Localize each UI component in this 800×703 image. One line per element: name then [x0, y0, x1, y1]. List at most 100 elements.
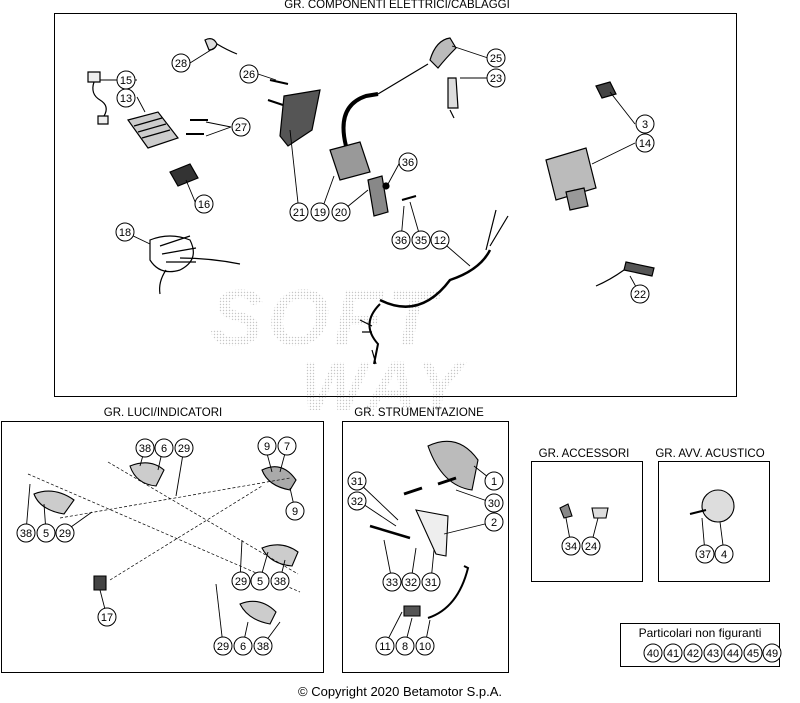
connector-drawing: [93, 575, 107, 591]
horn-section-title: GR. AVV. ACUSTICO: [655, 448, 765, 460]
callout-17[interactable]: 17: [97, 607, 117, 627]
svg-text:23: 23: [490, 73, 502, 85]
callout-36-bottom[interactable]: 36: [391, 230, 411, 250]
callout-35[interactable]: 35: [411, 230, 431, 250]
callout-41[interactable]: 41: [663, 643, 683, 663]
callout-42[interactable]: 42: [683, 643, 703, 663]
callout-24[interactable]: 24: [581, 536, 601, 556]
callout-14[interactable]: 14: [635, 133, 655, 153]
pin-drawing: [369, 524, 411, 540]
callout-49[interactable]: 49: [762, 643, 782, 663]
accessories-section-title: GR. ACCESSORI: [538, 448, 630, 460]
callout-20[interactable]: 20: [331, 202, 351, 222]
callout-40[interactable]: 40: [643, 643, 663, 663]
callout-22[interactable]: 22: [630, 284, 650, 304]
callout-10[interactable]: 10: [415, 636, 435, 656]
watermark-line-2: WAY: [300, 347, 468, 425]
clip-accessory-drawing: [559, 503, 573, 519]
callout-25[interactable]: 25: [486, 48, 506, 68]
callout-6-top[interactable]: 6: [154, 438, 174, 458]
callout-12[interactable]: 12: [430, 230, 450, 250]
callout-38-left[interactable]: 38: [16, 523, 36, 543]
voltage-regulator-drawing: [87, 71, 179, 149]
svg-text:7: 7: [284, 441, 290, 453]
callout-27[interactable]: 27: [231, 117, 251, 137]
svg-text:38: 38: [139, 443, 151, 455]
callout-32-top[interactable]: 32: [347, 491, 367, 511]
lights-parts-drawings: [27, 461, 301, 625]
callout-5-mid[interactable]: 5: [250, 571, 270, 591]
callout-37[interactable]: 37: [695, 544, 715, 564]
rubber-mounts-drawing: [403, 476, 457, 496]
callout-38-mid[interactable]: 38: [270, 571, 290, 591]
callout-11[interactable]: 11: [375, 636, 395, 656]
callout-29-mid[interactable]: 29: [231, 571, 251, 591]
relay-drawing: [169, 163, 199, 187]
svg-text:38: 38: [20, 528, 32, 540]
callout-21[interactable]: 21: [289, 202, 309, 222]
svg-text:15: 15: [120, 75, 132, 87]
callout-15[interactable]: 15: [116, 70, 136, 90]
callout-19[interactable]: 19: [310, 202, 330, 222]
callout-1[interactable]: 1: [484, 471, 504, 491]
svg-text:10: 10: [419, 641, 431, 653]
accessories-panel: [531, 461, 643, 582]
instrumentation-section-title: GR. STRUMENTAZIONE: [354, 407, 484, 419]
bracket-drawing: [279, 89, 321, 147]
callout-43[interactable]: 43: [703, 643, 723, 663]
svg-text:9: 9: [292, 506, 298, 518]
clip-part-drawing: [204, 38, 238, 55]
callout-34[interactable]: 34: [561, 536, 581, 556]
svg-text:34: 34: [565, 541, 577, 553]
callout-23[interactable]: 23: [486, 68, 506, 88]
callout-32-bottom[interactable]: 32: [401, 572, 421, 592]
lights-indicators-panel: [1, 421, 324, 673]
callout-3[interactable]: 3: [635, 114, 655, 134]
callout-7[interactable]: 7: [277, 436, 297, 456]
callout-45[interactable]: 45: [743, 643, 763, 663]
instrumentation-panel: [342, 421, 509, 673]
small-bracket-drawing: [367, 175, 389, 217]
callout-29-left[interactable]: 29: [55, 523, 75, 543]
callout-6-bottom[interactable]: 6: [233, 636, 253, 656]
svg-text:31: 31: [351, 476, 363, 488]
callout-4[interactable]: 4: [714, 544, 734, 564]
callout-38-bottom[interactable]: 38: [253, 636, 273, 656]
callout-30[interactable]: 30: [484, 493, 504, 513]
callout-16[interactable]: 16: [194, 194, 214, 214]
svg-text:29: 29: [178, 443, 190, 455]
callout-9-mid[interactable]: 9: [285, 501, 305, 521]
callout-33[interactable]: 33: [382, 572, 402, 592]
electrical-section-title: GR. COMPONENTI ELETTRICI/CABLAGGI: [284, 0, 510, 11]
callout-9-top[interactable]: 9: [257, 436, 277, 456]
svg-text:40: 40: [647, 648, 659, 660]
callout-26[interactable]: 26: [239, 64, 259, 84]
watermark-line-1: SOFT: [210, 273, 441, 362]
svg-text:29: 29: [59, 528, 71, 540]
spark-plug-drawing: [429, 37, 459, 119]
callout-36-top[interactable]: 36: [398, 152, 418, 172]
rear-right-indicator-drawing: [239, 600, 277, 625]
callout-5-left[interactable]: 5: [36, 523, 56, 543]
callout-38-top[interactable]: 38: [135, 438, 155, 458]
callout-13[interactable]: 13: [116, 88, 136, 108]
copyright-footer: © Copyright 2020 Betamotor S.p.A.: [298, 684, 502, 699]
callout-31-top[interactable]: 31: [347, 471, 367, 491]
svg-text:38: 38: [274, 576, 286, 588]
svg-text:6: 6: [161, 443, 167, 455]
callout-44[interactable]: 44: [723, 643, 743, 663]
callout-18[interactable]: 18: [115, 222, 135, 242]
svg-text:35: 35: [415, 235, 427, 247]
svg-text:26: 26: [243, 69, 255, 81]
callout-8[interactable]: 8: [395, 636, 415, 656]
callout-2[interactable]: 2: [484, 512, 504, 532]
svg-text:9: 9: [264, 441, 270, 453]
callout-29-bottom[interactable]: 29: [213, 636, 233, 656]
callout-28[interactable]: 28: [171, 53, 191, 73]
nut-drawing: [382, 182, 390, 190]
electrical-components-panel: [54, 13, 737, 397]
callout-29-top[interactable]: 29: [174, 438, 194, 458]
callout-31-bottom[interactable]: 31: [421, 572, 441, 592]
main-wiring-harness-drawing: [359, 209, 509, 365]
